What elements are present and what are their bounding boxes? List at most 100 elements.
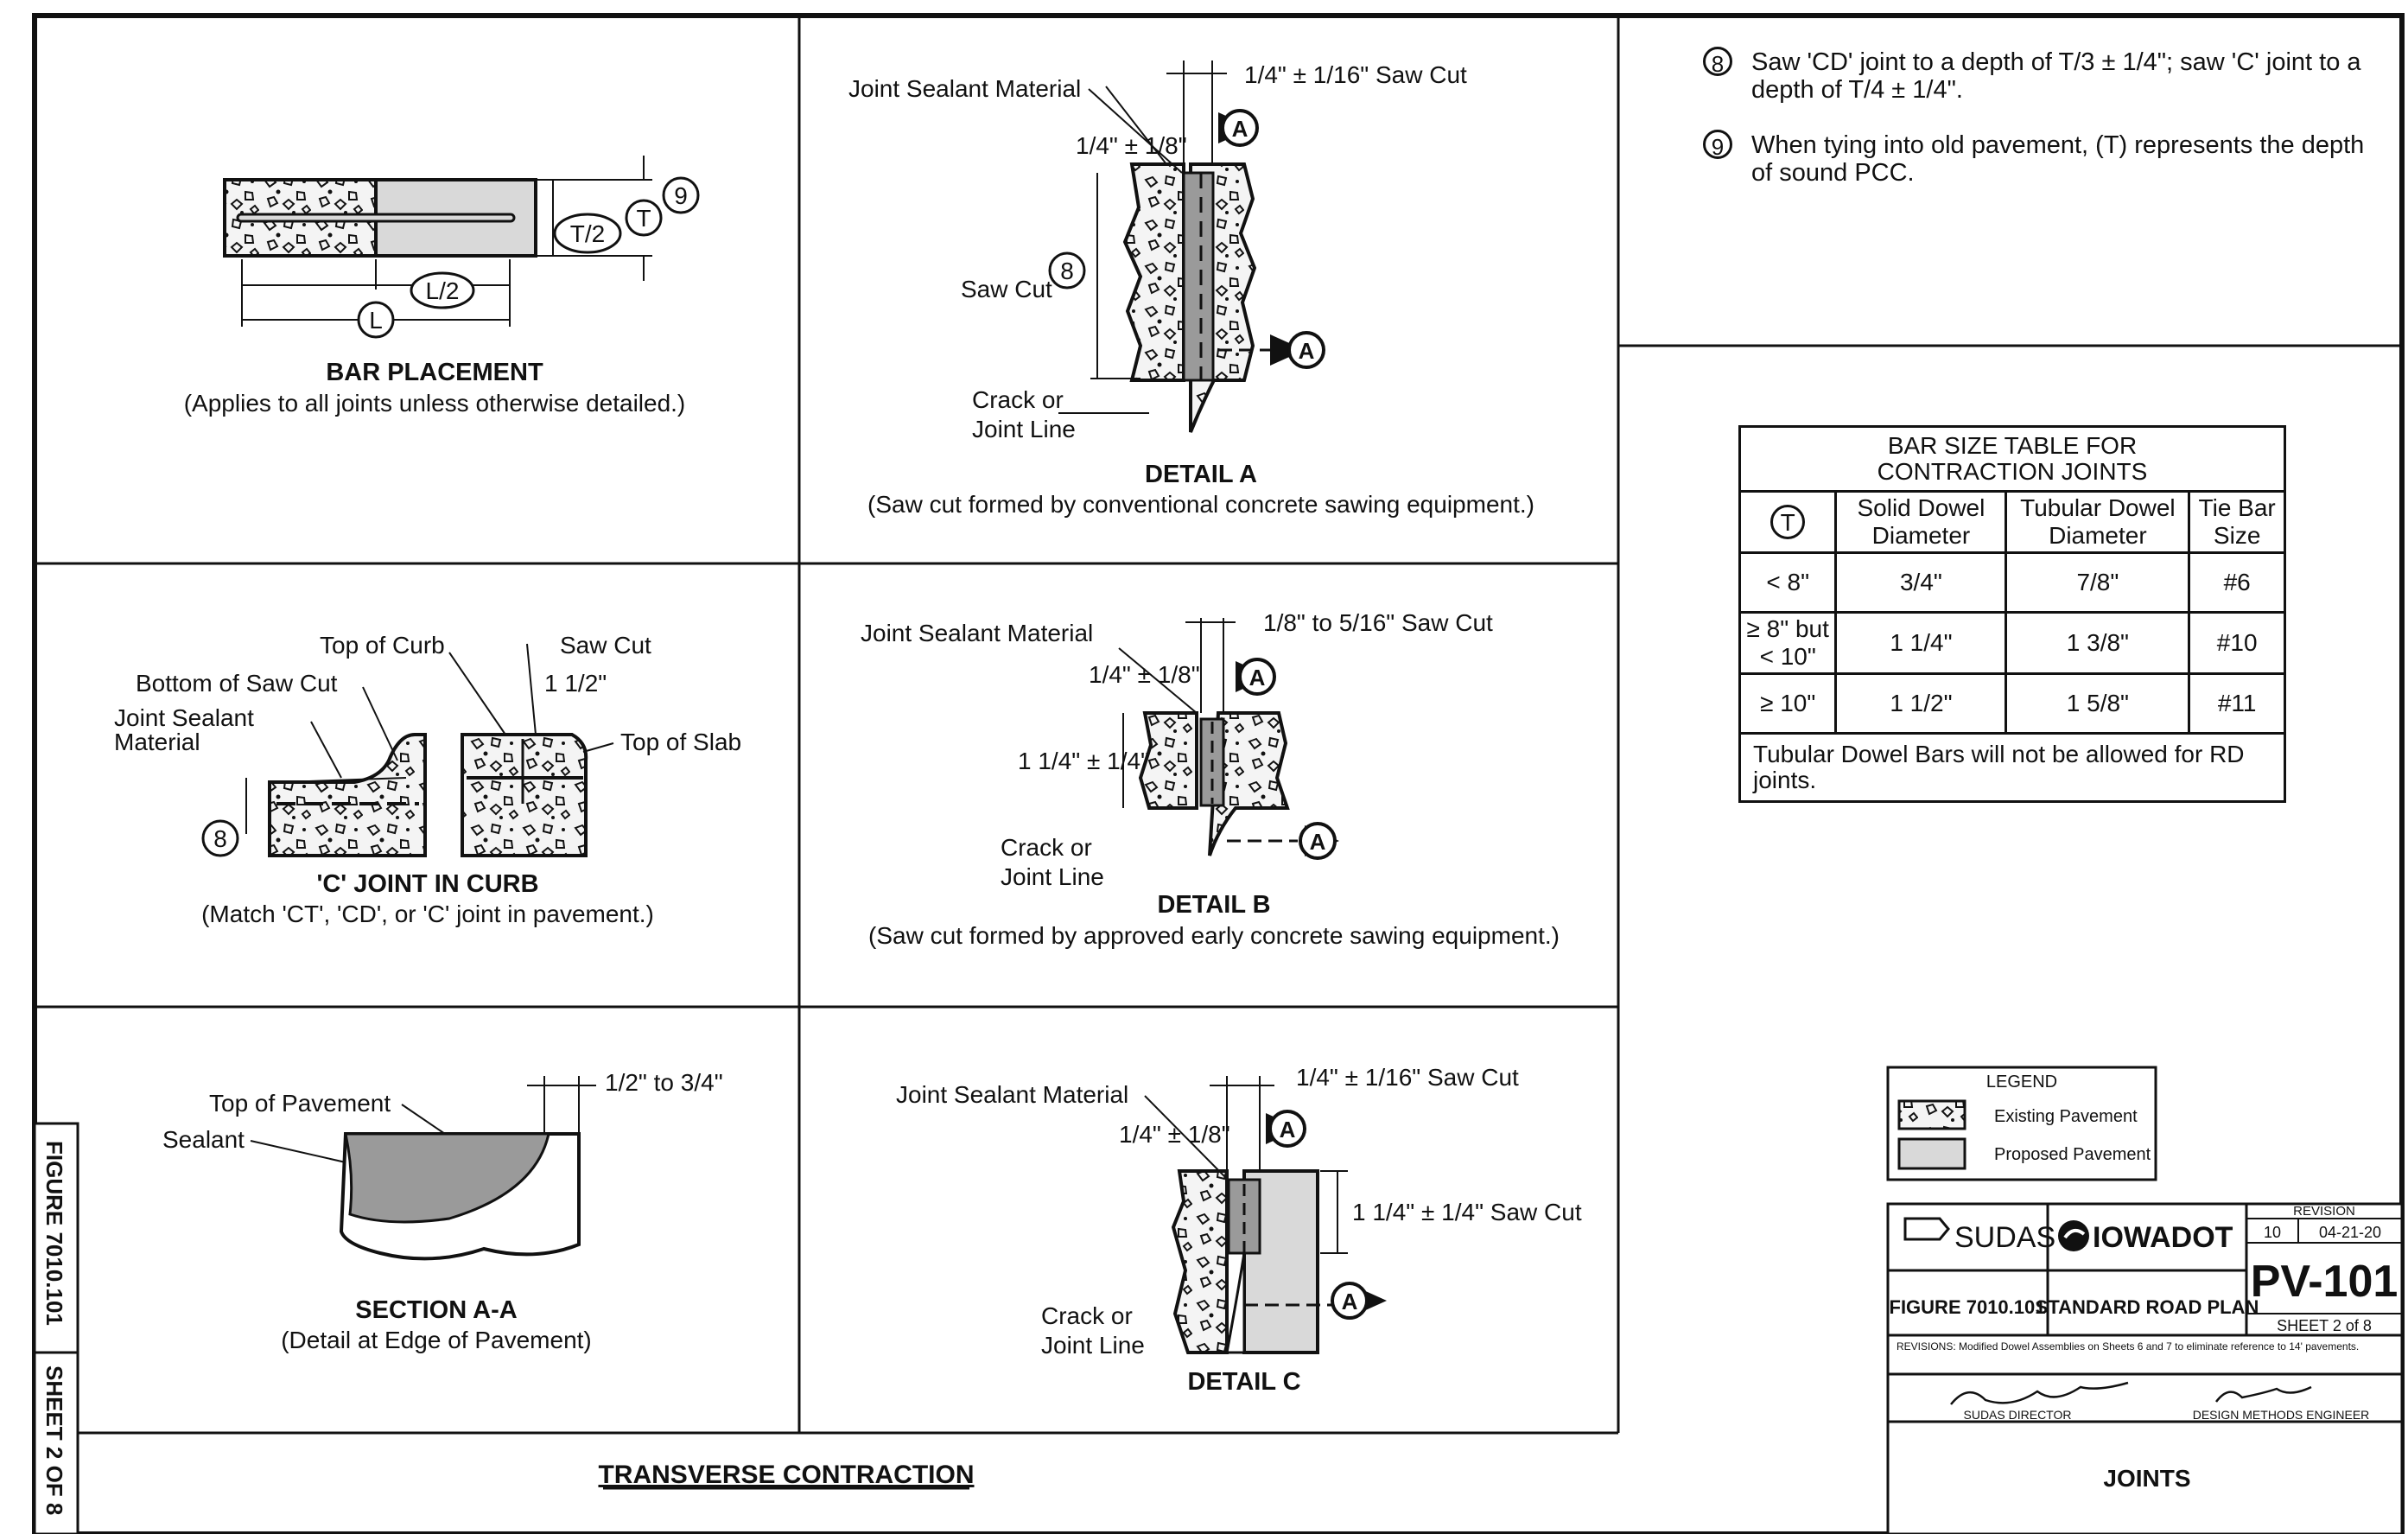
- note-8-text: Saw 'CD' joint to a depth of T/3 ± 1/4";…: [1751, 48, 2361, 104]
- sudas-logo-icon: [1903, 1217, 1950, 1241]
- detail-a-jointline-label: Joint Line: [972, 416, 1076, 442]
- detail-c-title: DETAIL C: [1187, 1368, 1300, 1396]
- detail-b-sealant-label: Joint Sealant Material: [861, 620, 1093, 646]
- revision-label: REVISION: [2293, 1204, 2355, 1219]
- c-joint-sawcut-label: Saw Cut: [560, 632, 651, 659]
- side-tab-figure: FIGURE 7010.101: [41, 1141, 67, 1326]
- table-title-line2: CONTRACTION JOINTS: [1877, 458, 2148, 485]
- detail-c-sawcut-dim: 1/4" ± 1/16" Saw Cut: [1296, 1064, 1519, 1091]
- engineer-label: DESIGN METHODS ENGINEER: [2193, 1408, 2370, 1422]
- detail-b-section-marker-2: A: [1310, 829, 1326, 855]
- section-aa-sealant-label: Sealant: [162, 1126, 245, 1153]
- detail-c-width-dim: 1/4" ± 1/8": [1119, 1121, 1230, 1148]
- t-circle-label: T: [636, 205, 651, 232]
- l-half-label: L/2: [426, 277, 460, 304]
- table-row: < 8" 3/4" 7/8" #6: [1738, 551, 2286, 614]
- table-cell: 1 1/2": [1834, 672, 2008, 735]
- section-aa-figure: [250, 1076, 596, 1261]
- detail-a-sawcut-label: Saw Cut: [961, 276, 1052, 302]
- detail-a-section-marker-2: A: [1299, 338, 1315, 364]
- plan-id: PV-101: [2251, 1257, 2398, 1307]
- table-title-line1: BAR SIZE TABLE FOR: [1887, 432, 2138, 459]
- detail-a-figure: [1048, 60, 1325, 433]
- legend: [1886, 1066, 2157, 1181]
- detail-a-sawcut-dim: 1/4" ± 1/16" Saw Cut: [1244, 61, 1467, 88]
- detail-a-crack-label: Crack or: [972, 386, 1064, 413]
- title-block: [1886, 1202, 2404, 1534]
- detail-b-subtitle: (Saw cut formed by approved early concre…: [868, 922, 1560, 949]
- revision-number: 10: [2264, 1224, 2281, 1241]
- c-joint-topcurb-label: Top of Curb: [320, 632, 445, 659]
- table-cell: ≥ 10": [1738, 672, 1838, 735]
- c-joint-depth-dim: 1 1/2": [544, 670, 607, 697]
- table-cell: 1 1/4": [1834, 611, 2008, 675]
- section-aa-toppav-label: Top of Pavement: [209, 1090, 391, 1117]
- table-row: ≥ 8" but < 10" 1 1/4" 1 3/8" #10: [1738, 611, 2286, 675]
- l-label: L: [369, 307, 383, 334]
- sheet-border: [32, 13, 2405, 1534]
- table-cell: 3/4": [1834, 551, 2008, 614]
- note-9: 9 When tying into old pavement, (T) repr…: [1703, 130, 2380, 187]
- director-label: SUDAS DIRECTOR: [1964, 1408, 2072, 1422]
- detail-a-section-marker: A: [1232, 116, 1248, 142]
- detail-a-width-dim: 1/4" ± 1/8": [1076, 132, 1187, 159]
- detail-a-subtitle: (Saw cut formed by conventional concrete…: [867, 491, 1534, 518]
- sudas-logo-text: SUDAS: [1954, 1221, 2055, 1254]
- table-footnote: Tubular Dowel Bars will not be allowed f…: [1738, 732, 2286, 803]
- c-joint-subtitle: (Match 'CT', 'CD', or 'C' joint in pavem…: [201, 901, 654, 927]
- table-cell: 7/8": [2005, 551, 2191, 614]
- bar-placement-figure: T/2 T 9 L/2 L: [223, 156, 700, 339]
- detail-a-title: DETAIL A: [1145, 461, 1257, 488]
- detail-a-note-marker: 8: [1060, 258, 1074, 284]
- table-header-solid: Solid Dowel Diameter: [1834, 490, 2008, 554]
- t-half-label: T/2: [570, 220, 605, 247]
- legend-existing-label: Existing Pavement: [1994, 1107, 2138, 1126]
- table-header-t: T: [1738, 490, 1838, 554]
- table-cell: #11: [2188, 672, 2286, 735]
- drawing-title: TRANSVERSE CONTRACTION: [598, 1461, 974, 1489]
- bar-placement-subtitle: (Applies to all joints unless otherwise …: [184, 390, 686, 417]
- title-block-figure: FIGURE 7010.101: [1890, 1296, 2046, 1318]
- c-joint-note-marker: 8: [213, 825, 227, 852]
- legend-title: LEGEND: [1986, 1073, 2057, 1092]
- engineer-signature: [2215, 1385, 2312, 1403]
- note-nine-marker: 9: [674, 182, 688, 209]
- table-cell: #10: [2188, 611, 2286, 675]
- side-tab-sheet: SHEET 2 OF 8: [41, 1365, 67, 1515]
- table-header-tiebar: Tie Bar Size: [2188, 490, 2286, 554]
- table-header-tubular: Tubular Dowel Diameter: [2005, 490, 2191, 554]
- c-joint-material-label: Material: [114, 729, 200, 755]
- revision-date: 04-21-20: [2319, 1224, 2381, 1241]
- table-cell: ≥ 8" but < 10": [1738, 611, 1838, 675]
- c-joint-sealant-label: Joint Sealant: [114, 704, 254, 731]
- c-joint-bottomsaw-label: Bottom of Saw Cut: [136, 670, 338, 697]
- detail-b-width-dim: 1/4" ± 1/8": [1089, 661, 1200, 688]
- c-joint-title: 'C' JOINT IN CURB: [316, 870, 538, 898]
- title-block-revisions: REVISIONS: Modified Dowel Assemblies on …: [1897, 1340, 2359, 1353]
- iowadot-logo-text: IOWADOT: [2093, 1221, 2233, 1254]
- c-joint-figure: [201, 643, 614, 857]
- note-9-text: When tying into old pavement, (T) repres…: [1751, 131, 2365, 187]
- detail-b-sawcut-dim: 1/8" to 5/16" Saw Cut: [1263, 609, 1493, 636]
- table-cell: 1 5/8": [2005, 672, 2191, 735]
- detail-c-sealant-label: Joint Sealant Material: [896, 1081, 1128, 1108]
- legend-proposed-label: Proposed Pavement: [1994, 1145, 2151, 1164]
- section-aa-subtitle: (Detail at Edge of Pavement): [281, 1327, 592, 1353]
- detail-c-depth-dim: 1 1/4" ± 1/4" Saw Cut: [1352, 1199, 1582, 1225]
- detail-b-crack-label: Crack or: [1001, 834, 1092, 861]
- director-signature: [1950, 1381, 2129, 1405]
- detail-b-title: DETAIL B: [1157, 891, 1270, 919]
- section-aa-title: SECTION A-A: [355, 1296, 517, 1324]
- detail-a-sealant-label: Joint Sealant Material: [848, 75, 1081, 102]
- table-title: BAR SIZE TABLE FOR CONTRACTION JOINTS: [1738, 425, 2286, 493]
- detail-b-depth-dim: 1 1/4" ± 1/4": [1018, 748, 1149, 774]
- title-block-sheet: SHEET 2 of 8: [2277, 1317, 2372, 1334]
- side-tab: FIGURE 7010.101 SHEET 2 OF 8: [33, 1122, 79, 1534]
- detail-c-crack-label: Crack or: [1041, 1302, 1133, 1329]
- detail-c-figure: [1144, 1076, 1387, 1354]
- sheet-title: JOINTS: [2103, 1465, 2190, 1492]
- bar-size-table: BAR SIZE TABLE FOR CONTRACTION JOINTS T …: [1738, 425, 2286, 803]
- detail-b-section-marker: A: [1249, 665, 1266, 691]
- table-cell: 1 3/8": [2005, 611, 2191, 675]
